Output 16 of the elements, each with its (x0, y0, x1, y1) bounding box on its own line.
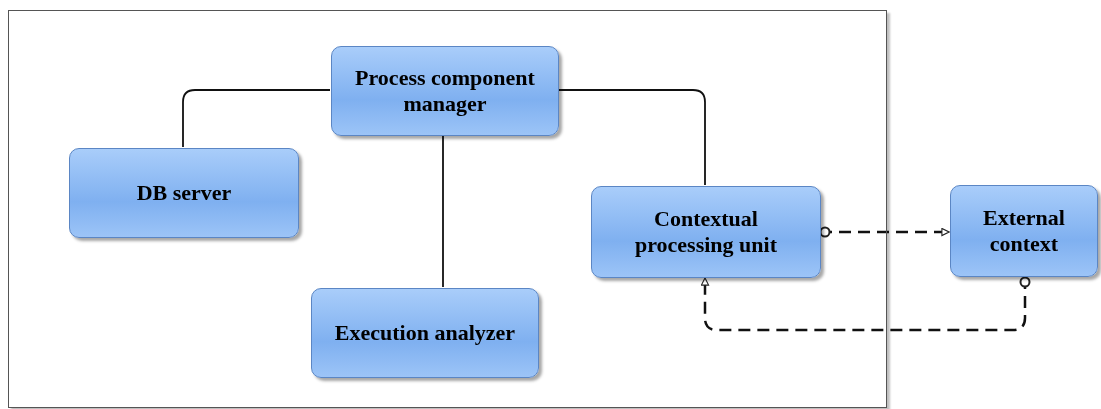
dashed-connector (700, 276, 1031, 332)
component-box (311, 288, 539, 378)
component-label: Execution analyzer (334, 319, 516, 347)
boundary-frame (8, 10, 887, 408)
component-box (69, 148, 299, 238)
connector (557, 89, 706, 186)
connector (182, 89, 331, 148)
component-box (591, 186, 821, 278)
component-box (950, 185, 1098, 277)
component-label: Process component manager (354, 64, 536, 118)
dashed-connector (819, 226, 950, 238)
component-box (331, 46, 559, 136)
component-label: External context (982, 204, 1066, 258)
component-label: DB server (136, 179, 232, 207)
component-label: Contextual processing unit (634, 205, 778, 259)
connector (442, 134, 444, 288)
